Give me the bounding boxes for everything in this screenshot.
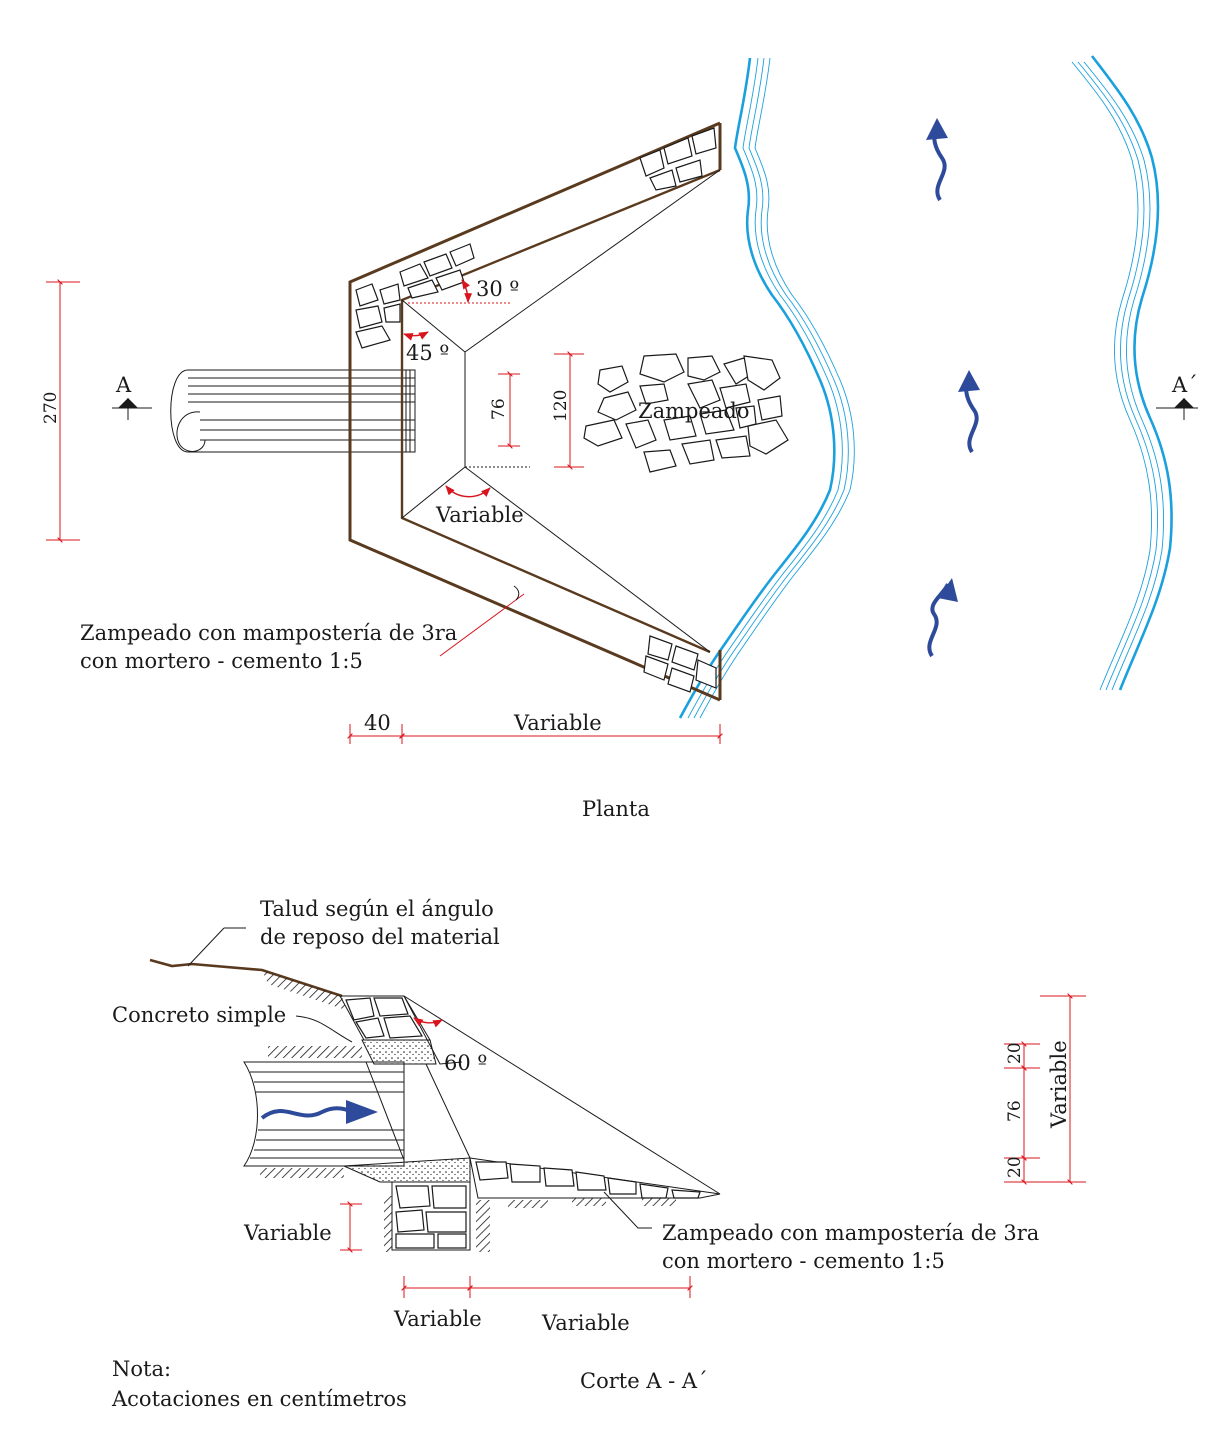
dim-variable-bottom-1-label: Variable [393,1307,482,1331]
section-marker-right [1156,398,1198,420]
dim-40-label: 40 [364,711,391,735]
pipe-section [243,1061,405,1167]
section-mark-left-label: A [115,373,132,397]
flow-arrow-lower [927,578,958,658]
section-dimensions [340,993,1086,1298]
dim-variable-right-label: Variable [1047,1040,1071,1129]
angle-45-label: 45 º [406,341,449,365]
section-masonry-note-line1: Zampeado con mampostería de 3ra [662,1221,1039,1245]
dim-20-top-label: 20 [1005,1042,1025,1064]
section-title: Corte A - A´ [580,1369,708,1393]
section-masonry-note-line2: con mortero - cemento 1:5 [662,1249,945,1273]
slope-note-line1: Talud según el ángulo [260,897,494,921]
headwall-plan [348,121,722,702]
dim-variable-bottom-2-label: Variable [541,1311,630,1335]
dim-76-section-label: 76 [1005,1100,1025,1122]
pipe-plan [170,369,416,453]
section-marker-left [112,398,152,420]
wall-masonry-plan [355,127,717,693]
dim-variable-left-label: Variable [243,1221,332,1245]
note-block: Nota: Acotaciones en centímetros [111,1357,407,1411]
dim-270-label: 270 [41,392,61,424]
note-line2: Acotaciones en centímetros [111,1387,407,1411]
angle-arcs-plan [403,279,491,498]
concrete-label: Concreto simple [112,1003,286,1027]
section-view: Talud según el ángulo de reposo del mate… [112,897,1086,1393]
section-leaders [295,1015,652,1229]
angle-30-label: 30 º [476,277,519,301]
dim-variable-plan-label: Variable [513,711,602,735]
fill-hatch-top [268,1046,362,1058]
angle-60-label: 60 º [444,1051,487,1075]
note-line1: Nota: [112,1357,171,1381]
plan-view: A A´ 30 º 45 º Variable Zampeado Zampead… [41,55,1198,821]
fill-hatch-bottom [260,1168,344,1178]
wing-lines-plan [401,169,721,653]
ground-slope [149,927,346,1010]
slope-note-line2: de reposo del material [260,925,500,949]
zampeado-label: Zampeado [638,399,750,423]
flow-arrow-upper [926,118,948,202]
plan-dimensions [46,279,723,744]
plan-title: Planta [582,797,650,821]
base-section [343,1157,721,1252]
angle-arc-60 [413,1017,443,1028]
river-left-bank [678,57,855,719]
flow-arrow-middle [958,370,980,454]
zampeado-stones-plan [583,353,789,473]
section-mark-right-label: A´ [1171,373,1198,397]
plan-masonry-note-line2: con mortero - cemento 1:5 [80,649,363,673]
dim-20-bottom-label: 20 [1005,1156,1025,1178]
angle-variable-label: Variable [435,503,524,527]
plan-masonry-note-line1: Zampeado con mampostería de 3ra [80,621,457,645]
dim-76-plan-label: 76 [489,398,509,420]
dim-120-label: 120 [551,390,571,422]
river-right-bank [1071,55,1173,691]
